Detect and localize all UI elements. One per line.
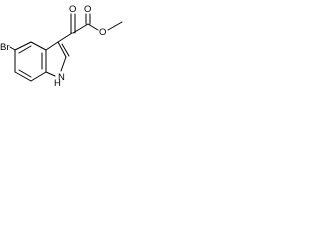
bond-c5-br bbox=[9, 46, 16, 51]
bond-ester-o bbox=[87, 23, 99, 31]
bond-c3-c-keto bbox=[57, 32, 73, 43]
bond-c3a-c3 bbox=[45, 41, 59, 51]
double-bond-inner-2 bbox=[18, 69, 32, 78]
bond-c3-c2-double bbox=[61, 43, 70, 57]
keto-oxygen-label: O bbox=[69, 4, 76, 15]
bond-keto-ester bbox=[72, 23, 89, 34]
nitrogen-h-label: H bbox=[54, 78, 61, 89]
bond-c2-n1 bbox=[60, 56, 67, 72]
nitrogen-label: N bbox=[58, 72, 65, 83]
ester-oxygen-label: O bbox=[99, 27, 106, 38]
chemical-structure: Br H N O O O bbox=[0, 4, 123, 89]
bond-o-methyl bbox=[107, 21, 123, 31]
bond-c7-c7a bbox=[14, 71, 32, 82]
bond-n1-c7a bbox=[45, 71, 56, 77]
bond-c4-c5 bbox=[30, 41, 47, 51]
bromine-label: Br bbox=[0, 42, 10, 53]
bond-c7a-c3a bbox=[30, 71, 47, 82]
bond-c3-c2 bbox=[57, 41, 67, 58]
structure-canvas: Br H N O O O bbox=[0, 0, 144, 92]
double-bond-inner-1 bbox=[18, 45, 32, 54]
bond-c5-c6 bbox=[14, 41, 32, 51]
ester-carbonyl-oxygen-label: O bbox=[84, 4, 91, 15]
